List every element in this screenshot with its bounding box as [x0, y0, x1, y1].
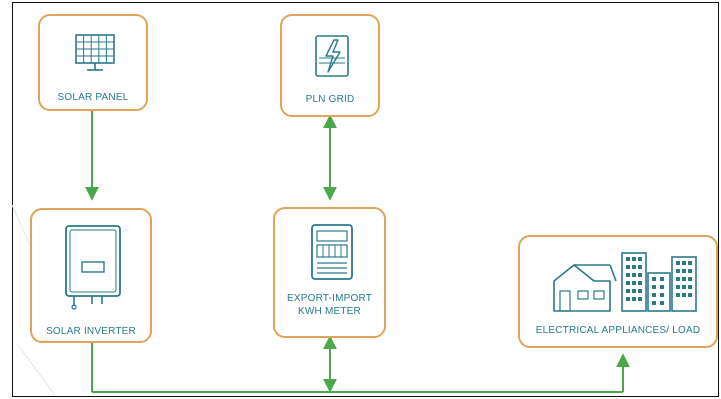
background-line	[17, 344, 56, 396]
node-solar-panel: SOLAR PANEL	[38, 14, 148, 111]
electrical-load-label: ELECTRICAL APPLIANCES/ LOAD	[535, 325, 701, 336]
kwh-meter-label-line1: EXPORT-IMPORT	[286, 293, 373, 304]
kwh-meter-icon	[311, 224, 353, 280]
node-electrical-load: ELECTRICAL APPLIANCES/ LOAD	[518, 235, 718, 348]
node-kwh-meter: EXPORT-IMPORT KWH METER	[273, 207, 386, 338]
solar-panel-label: SOLAR PANEL	[57, 92, 129, 103]
kwh-meter-label-line2: KWH METER	[298, 306, 361, 317]
pln-grid-label: PLN GRID	[305, 94, 355, 105]
inverter-icon	[65, 225, 121, 310]
node-pln-grid: PLN GRID	[280, 14, 380, 117]
node-solar-inverter: SOLAR INVERTER	[30, 208, 152, 343]
power-grid-icon	[315, 35, 349, 77]
solar-panel-icon	[75, 34, 115, 71]
buildings-icon	[553, 252, 697, 312]
solar-inverter-label: SOLAR INVERTER	[46, 326, 136, 337]
